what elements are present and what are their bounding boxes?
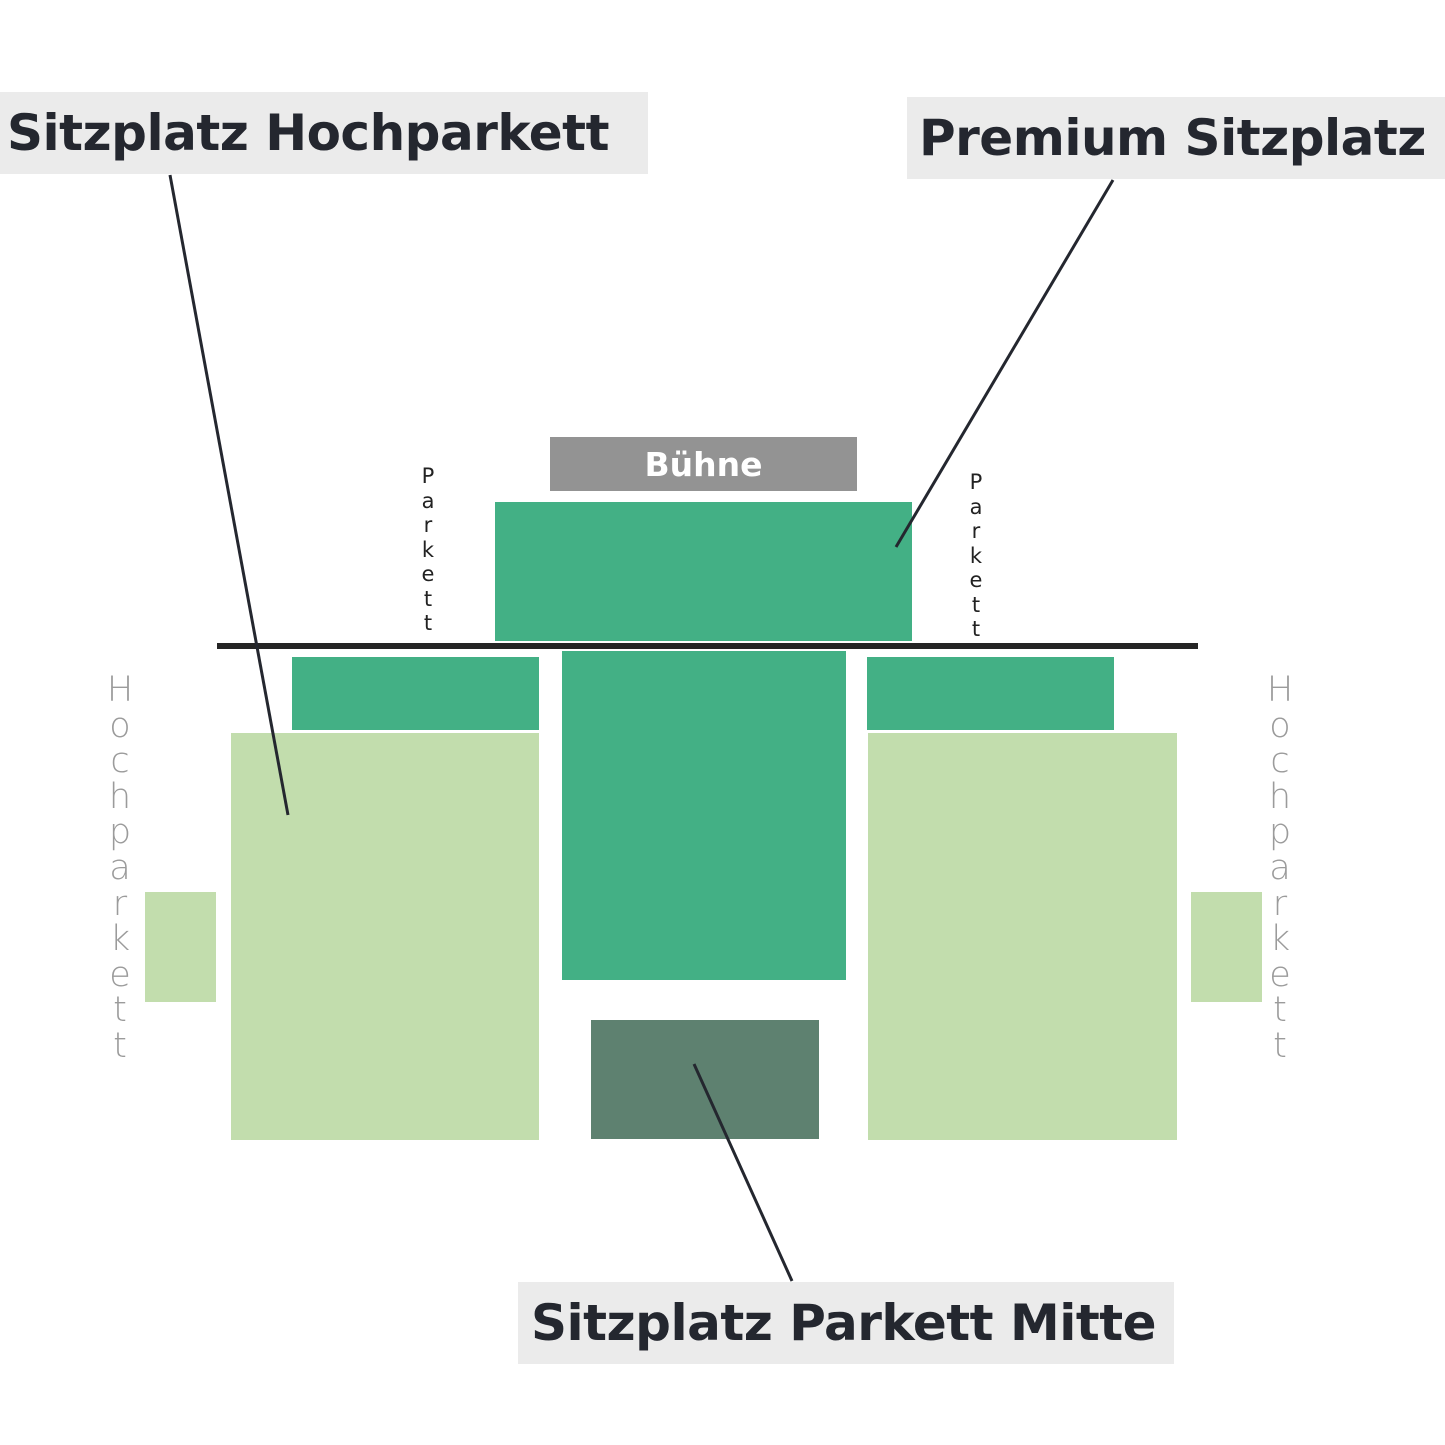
premium-block-center[interactable] bbox=[562, 651, 846, 980]
premium-block-left[interactable] bbox=[292, 657, 539, 730]
vertical-letter: k bbox=[421, 537, 435, 562]
vertical-letter: k bbox=[1269, 919, 1291, 960]
vertical-letter: a bbox=[969, 494, 983, 519]
vertical-letter: t bbox=[971, 617, 981, 641]
parkett-divider-line bbox=[217, 643, 1198, 649]
vertical-letter: t bbox=[423, 611, 433, 635]
hochparkett-block-right[interactable] bbox=[868, 733, 1177, 1140]
stage: Bühne bbox=[550, 437, 857, 491]
label-parkett-mitte: Sitzplatz Parkett Mitte bbox=[518, 1282, 1174, 1364]
vertical-letter: P bbox=[969, 470, 983, 494]
vertical-letter: e bbox=[421, 562, 435, 586]
vertical-letter: r bbox=[971, 519, 981, 543]
vertical-letter: h bbox=[108, 776, 132, 817]
vertical-letter: t bbox=[113, 1025, 127, 1066]
hochparkett-block-left-small[interactable] bbox=[145, 892, 216, 1002]
vertical-letter: e bbox=[969, 568, 983, 592]
vertical-letter: t bbox=[1273, 990, 1287, 1031]
vertical-letter: k bbox=[969, 543, 983, 568]
vertical-letter: H bbox=[1266, 670, 1294, 710]
label-premium-text: Premium Sitzplatz bbox=[919, 109, 1426, 167]
vertical-letter: e bbox=[1269, 954, 1291, 995]
label-hochparkett-text: Sitzplatz Hochparkett bbox=[7, 104, 609, 162]
premium-block-right[interactable] bbox=[867, 657, 1114, 730]
vertical-letter: a bbox=[1269, 847, 1291, 888]
vertical-letter: k bbox=[109, 919, 131, 960]
leader-line-premium bbox=[894, 179, 1115, 548]
hochparkett-block-left[interactable] bbox=[231, 733, 539, 1140]
hochparkett-block-right-small[interactable] bbox=[1191, 892, 1262, 1002]
leader-line-parkett-mitte bbox=[692, 1063, 794, 1282]
parkett-mitte-block[interactable] bbox=[591, 1020, 819, 1139]
stage-label: Bühne bbox=[644, 444, 763, 484]
vertical-letter: r bbox=[423, 513, 433, 537]
vertical-letter: t bbox=[423, 586, 433, 611]
vertical-letter: o bbox=[1269, 705, 1291, 746]
vertical-letter: a bbox=[421, 488, 435, 513]
label-parkett-mitte-text: Sitzplatz Parkett Mitte bbox=[531, 1294, 1157, 1352]
vertical-letter: o bbox=[109, 705, 131, 746]
leader-line-hochparkett bbox=[168, 174, 290, 816]
premium-block-front[interactable] bbox=[495, 502, 912, 641]
vertical-letter: h bbox=[1268, 776, 1292, 817]
vertical-letter: p bbox=[108, 812, 132, 853]
vertical-letter: p bbox=[1268, 812, 1292, 853]
vertical-letter: a bbox=[109, 847, 131, 888]
vertical-letter: t bbox=[113, 990, 127, 1031]
vertical-letter: t bbox=[1273, 1025, 1287, 1066]
vertical-letter: r bbox=[112, 883, 128, 924]
vertical-letter: c bbox=[1270, 741, 1290, 782]
vertical-letter: c bbox=[110, 741, 130, 782]
label-premium: Premium Sitzplatz bbox=[907, 97, 1445, 179]
vertical-letter: e bbox=[109, 954, 131, 995]
vertical-letter: r bbox=[1272, 883, 1288, 924]
vertical-letter: H bbox=[106, 670, 134, 710]
vertical-letter: t bbox=[971, 592, 981, 617]
label-hochparkett: Sitzplatz Hochparkett bbox=[0, 92, 648, 174]
vertical-letter: P bbox=[421, 464, 435, 488]
